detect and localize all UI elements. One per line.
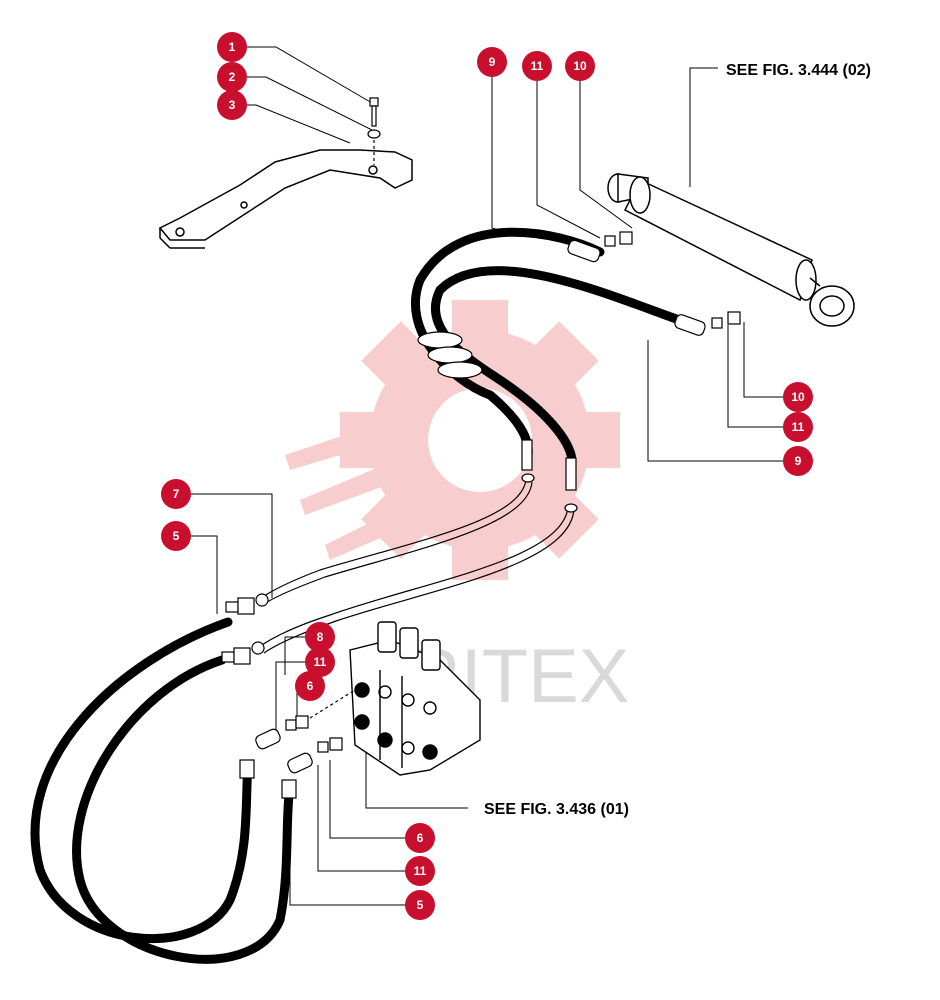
callout-6-bottom: 6 bbox=[405, 823, 435, 853]
callout-11-bottom: 11 bbox=[405, 856, 435, 886]
callout-5-left: 5 bbox=[161, 521, 191, 551]
callout-2: 2 bbox=[217, 62, 247, 92]
watermark-gear-icon bbox=[285, 300, 620, 580]
control-valve-block bbox=[349, 621, 481, 776]
callout-badge bbox=[783, 412, 813, 442]
callout-badge bbox=[161, 479, 191, 509]
callout-badge bbox=[405, 890, 435, 920]
callout-badge bbox=[783, 446, 813, 476]
callout-badge bbox=[217, 90, 247, 120]
callout-number: 11 bbox=[792, 420, 805, 434]
callout-number: 7 bbox=[173, 487, 180, 501]
callout-number: 2 bbox=[229, 70, 236, 84]
callout-3: 3 bbox=[217, 90, 247, 120]
callout-badge bbox=[305, 647, 335, 677]
callout-number: 11 bbox=[531, 59, 544, 73]
valve-reference-label: SEE FIG. 3.436 (01) bbox=[484, 801, 629, 818]
callout-11-right: 11 bbox=[783, 412, 813, 442]
fittings bbox=[221, 231, 741, 799]
callout-badge bbox=[565, 51, 595, 81]
callout-number: 10 bbox=[791, 390, 805, 404]
callout-badge bbox=[305, 622, 335, 652]
callout-11-top: 11 bbox=[522, 51, 552, 81]
callout-number: 5 bbox=[173, 529, 180, 543]
callout-9-right: 9 bbox=[783, 446, 813, 476]
callout-badge bbox=[405, 856, 435, 886]
callout-number: 11 bbox=[314, 655, 327, 669]
callout-number: 6 bbox=[307, 679, 314, 693]
hydraulic-cylinder bbox=[607, 173, 855, 327]
leader-lines bbox=[176, 46, 798, 906]
callout-badge bbox=[783, 382, 813, 412]
callout-badge bbox=[522, 51, 552, 81]
mounting-bracket bbox=[158, 149, 413, 249]
callout-7: 7 bbox=[161, 479, 191, 509]
callout-badge bbox=[295, 671, 325, 701]
callout-badge bbox=[477, 47, 507, 77]
hydraulic-hoses bbox=[30, 227, 690, 964]
callout-badge bbox=[405, 823, 435, 853]
rigid-pipes bbox=[257, 479, 575, 654]
callout-number: 3 bbox=[229, 98, 236, 112]
callout-10-top: 10 bbox=[565, 51, 595, 81]
callout-number: 10 bbox=[573, 59, 587, 73]
callout-number: 8 bbox=[317, 630, 324, 644]
callout-11-middle: 11 bbox=[305, 647, 335, 677]
cylinder-reference-label: SEE FIG. 3.444 (02) bbox=[726, 62, 871, 79]
callout-number: 9 bbox=[795, 454, 802, 468]
callout-5-bottom: 5 bbox=[405, 890, 435, 920]
callout-8: 8 bbox=[305, 622, 335, 652]
callout-number: 9 bbox=[489, 55, 496, 69]
callout-number: 6 bbox=[417, 831, 424, 845]
callout-1: 1 bbox=[217, 32, 247, 62]
callout-number: 11 bbox=[414, 864, 427, 878]
hose-sleeve bbox=[417, 331, 483, 379]
callout-9-top: 9 bbox=[477, 47, 507, 77]
callout-10-right: 10 bbox=[783, 382, 813, 412]
callout-6-middle: 6 bbox=[295, 671, 325, 701]
callout-badge bbox=[217, 32, 247, 62]
callout-number: 1 bbox=[229, 40, 236, 54]
callout-badge bbox=[217, 62, 247, 92]
bolt-washer bbox=[367, 97, 381, 165]
callout-number: 5 bbox=[417, 898, 424, 912]
callout-badge bbox=[161, 521, 191, 551]
